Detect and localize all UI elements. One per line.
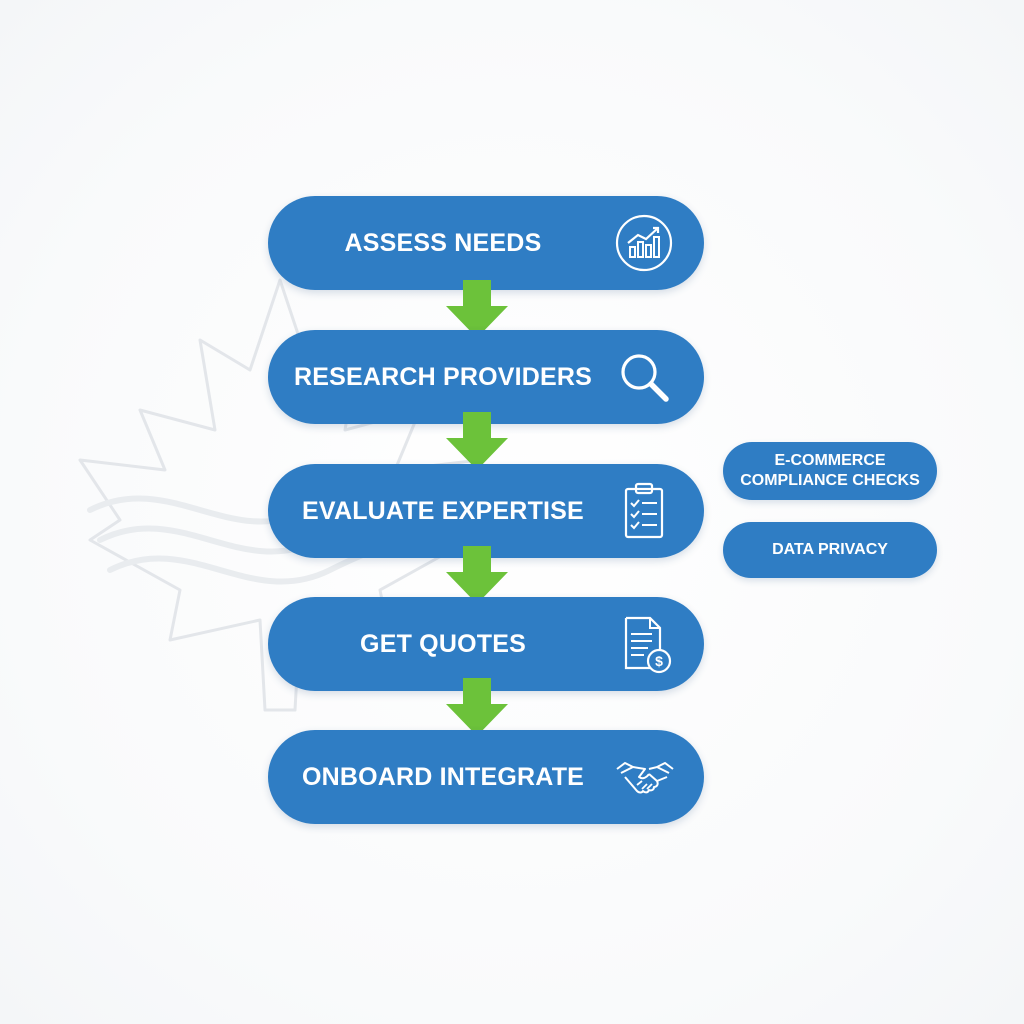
down-arrow-icon bbox=[446, 546, 508, 604]
step-label: GET QUOTES bbox=[360, 630, 526, 658]
step-assess-needs[interactable]: ASSESS NEEDS bbox=[268, 196, 704, 290]
magnifier-icon bbox=[621, 354, 669, 402]
step-label: RESEARCH PROVIDERS bbox=[293, 363, 593, 391]
compliance-line-2: COMPLIANCE CHECKS bbox=[740, 472, 920, 489]
data-privacy-label: DATA PRIVACY bbox=[772, 541, 888, 558]
step-onboard-integrate[interactable]: ONBOARD INTEGRATE bbox=[268, 730, 704, 824]
down-arrow-icon bbox=[446, 678, 508, 736]
chart-growth-icon bbox=[615, 214, 673, 272]
svg-text:$: $ bbox=[655, 653, 663, 669]
step-research-providers[interactable]: RESEARCH PROVIDERS bbox=[268, 330, 704, 424]
step-evaluate-expertise[interactable]: EVALUATE EXPERTISE bbox=[268, 464, 704, 558]
step-label: ONBOARD INTEGRATE bbox=[301, 763, 585, 791]
invoice-dollar-icon: $ bbox=[624, 616, 672, 674]
down-arrow-icon bbox=[446, 280, 508, 338]
step-label: EVALUATE EXPERTISE bbox=[302, 497, 584, 525]
compliance-checks-badge[interactable]: E-COMMERCE COMPLIANCE CHECKS bbox=[723, 442, 937, 500]
handshake-icon bbox=[616, 761, 674, 794]
clipboard-checklist-icon bbox=[624, 482, 664, 539]
step-get-quotes[interactable]: GET QUOTES $ bbox=[268, 597, 704, 691]
step-label: ASSESS NEEDS bbox=[344, 229, 542, 257]
compliance-line-1: E-COMMERCE bbox=[774, 452, 886, 469]
data-privacy-badge[interactable]: DATA PRIVACY bbox=[723, 522, 937, 578]
down-arrow-icon bbox=[446, 412, 508, 470]
